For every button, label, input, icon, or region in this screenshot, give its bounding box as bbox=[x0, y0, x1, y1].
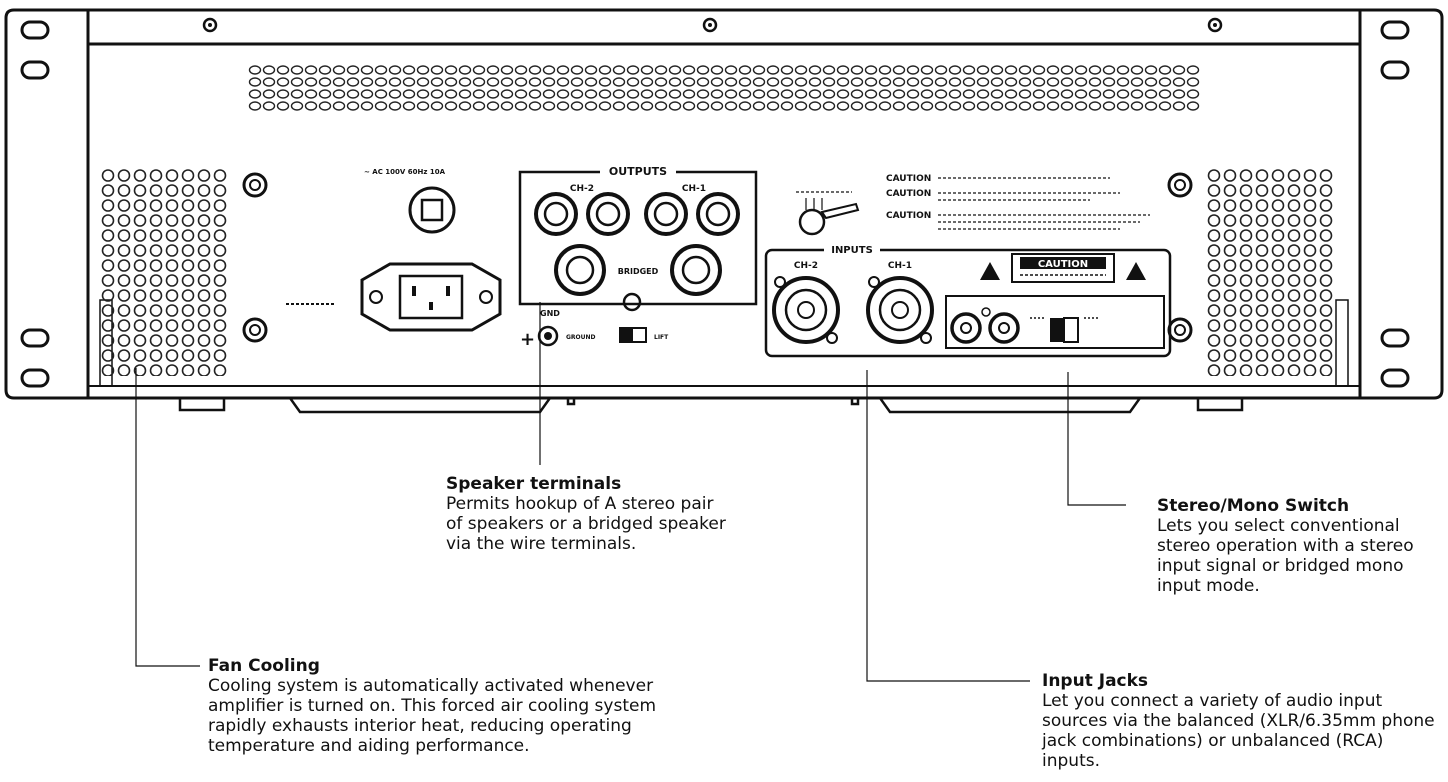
callout-title: Speaker terminals bbox=[446, 474, 622, 494]
rack-ear-left bbox=[4, 8, 90, 400]
callout-title: Input Jacks bbox=[1042, 671, 1149, 691]
leader-input-jacks bbox=[866, 370, 1030, 682]
top-vent-grille bbox=[248, 64, 1200, 112]
leader-stereo-mono bbox=[1067, 372, 1126, 506]
xlr-combo-jack-ch1[interactable] bbox=[866, 276, 934, 344]
feet bbox=[178, 396, 1244, 414]
fuse-holder[interactable] bbox=[408, 186, 456, 234]
warning-triangle-icon bbox=[980, 262, 1000, 280]
caution-line-1: CAUTION bbox=[886, 174, 931, 184]
output-ch1-label: CH-1 bbox=[682, 184, 706, 194]
output-ch2-label: CH-2 bbox=[570, 184, 594, 194]
gnd-post[interactable] bbox=[537, 325, 559, 347]
caution-line-2: CAUTION bbox=[886, 189, 931, 199]
callout-title: Fan Cooling bbox=[208, 656, 320, 676]
ground-section: + GND GROUND LIFT bbox=[520, 292, 669, 350]
chassis bbox=[86, 8, 1362, 400]
callout-description: Let you connect a variety of audio input… bbox=[1042, 691, 1435, 771]
callout-input-jacks: Input Jacks Let you connect a variety of… bbox=[1042, 671, 1442, 771]
leader-fan-cooling bbox=[135, 368, 200, 667]
speaker-outputs: OUTPUTS CH-2 CH-1 BRIDGED bbox=[518, 164, 758, 306]
ground-switch-left-label: GROUND bbox=[566, 334, 596, 341]
input-section: INPUTS CH-2 CH-1 bbox=[764, 242, 1172, 358]
warning-triangle-icon bbox=[1126, 262, 1146, 280]
caution-line-3: CAUTION bbox=[886, 211, 931, 221]
callout-fan-cooling: Fan Cooling Cooling system is automatica… bbox=[208, 656, 668, 756]
ground-switch-right-label: LIFT bbox=[654, 334, 669, 341]
bridged-jack-right[interactable] bbox=[670, 244, 722, 296]
speaker-terminal-ch2-pos[interactable] bbox=[586, 192, 630, 236]
svg-text:+: + bbox=[520, 329, 535, 350]
fan-vent-left bbox=[100, 168, 228, 376]
outputs-label: OUTPUTS bbox=[609, 165, 667, 178]
fan-vent-right bbox=[1206, 168, 1334, 376]
callout-speaker-terminals: Speaker terminals Permits hookup of A st… bbox=[446, 474, 726, 554]
caution-section: CAUTION CAUTION CAUTION CAUTION bbox=[796, 174, 1150, 283]
rca-jack-ch1[interactable] bbox=[988, 312, 1020, 344]
callout-stereo-mono-switch: Stereo/Mono Switch Lets you select conve… bbox=[1157, 496, 1442, 596]
input-ch1-label: CH-1 bbox=[888, 261, 912, 271]
callout-description: Lets you select conventional stereo oper… bbox=[1157, 516, 1414, 596]
power-rating-label: ~ AC 100V 60Hz 10A bbox=[364, 168, 446, 176]
bridged-jack-left[interactable] bbox=[554, 244, 606, 296]
gnd-label: GND bbox=[540, 309, 560, 318]
callout-description: Permits hookup of A stereo pair of speak… bbox=[446, 494, 726, 554]
rca-jack-ch2[interactable] bbox=[950, 312, 982, 344]
ac-inlet[interactable] bbox=[360, 262, 502, 332]
leader-lines bbox=[135, 302, 1126, 682]
speaker-terminal-ch1-pos[interactable] bbox=[696, 192, 740, 236]
rack-ear-right bbox=[1358, 8, 1444, 400]
power-section: ~ AC 100V 60Hz 10A bbox=[286, 168, 502, 332]
bridged-label: BRIDGED bbox=[618, 267, 659, 276]
balanced-inputs-diagram bbox=[796, 191, 860, 236]
inputs-label: INPUTS bbox=[831, 245, 873, 256]
caution-badge: CAUTION bbox=[1038, 259, 1088, 270]
top-screws bbox=[202, 17, 1223, 33]
xlr-combo-jack-ch2[interactable] bbox=[772, 276, 840, 344]
input-ch2-label: CH-2 bbox=[794, 261, 818, 271]
speaker-terminal-ch1-neg[interactable] bbox=[644, 192, 688, 236]
stereo-mono-switch[interactable] bbox=[1050, 318, 1064, 342]
callout-description: Cooling system is automatically activate… bbox=[208, 676, 657, 756]
speaker-terminal-ch2-neg[interactable] bbox=[534, 192, 578, 236]
callout-title: Stereo/Mono Switch bbox=[1157, 496, 1350, 516]
